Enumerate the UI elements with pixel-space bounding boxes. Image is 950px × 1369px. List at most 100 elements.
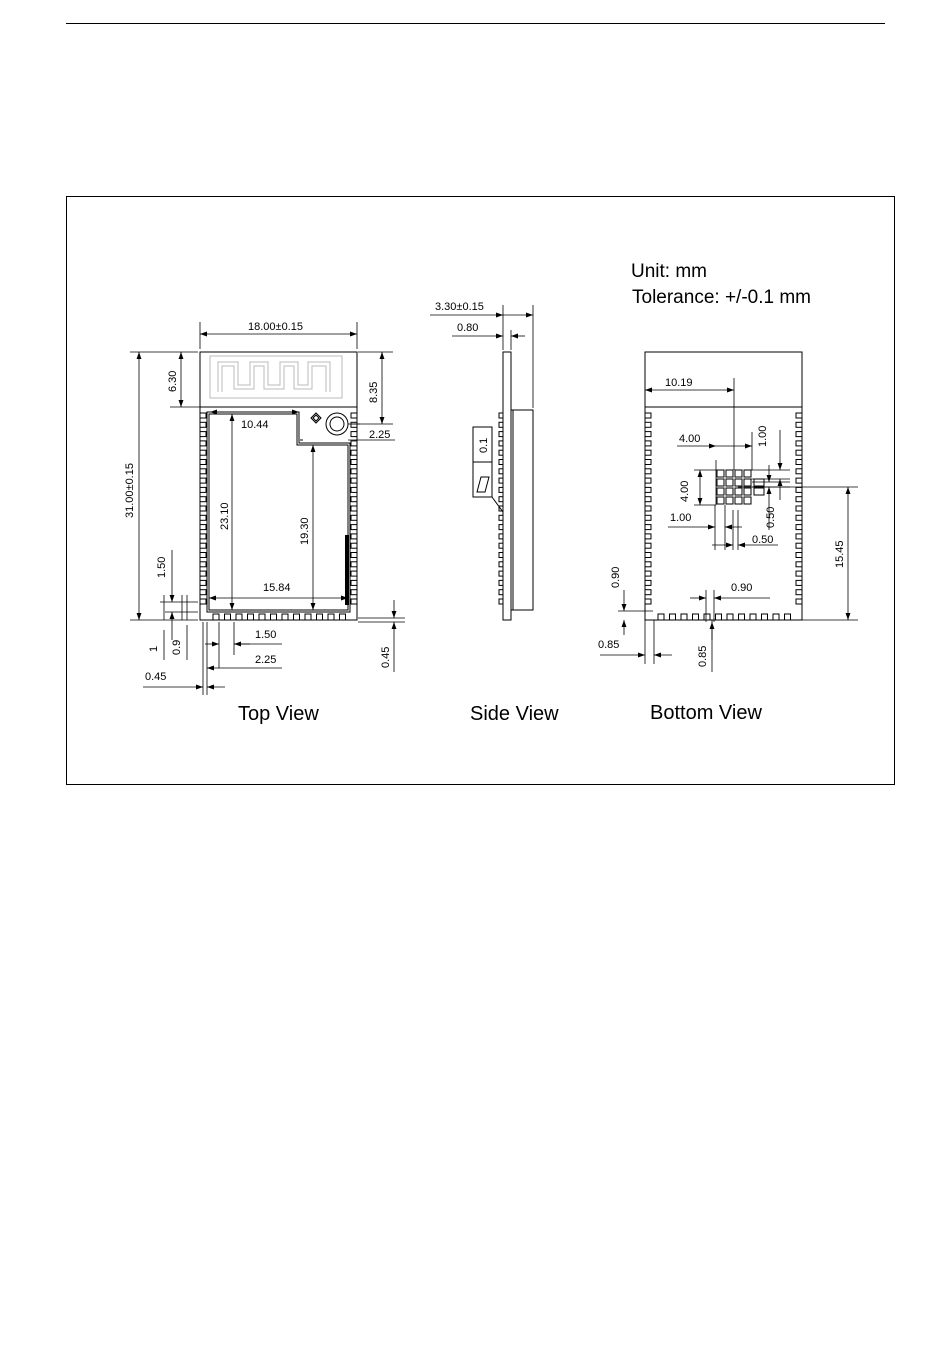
pin-pad xyxy=(351,534,357,539)
center-pad xyxy=(744,470,751,477)
pin-pad xyxy=(200,553,206,558)
dim-pad-09: 0.9 xyxy=(171,640,183,655)
pin-pad xyxy=(773,614,779,620)
dim-pad-size-left: 1.00 xyxy=(670,512,691,524)
center-pad xyxy=(726,479,733,486)
pin-pad xyxy=(645,562,651,567)
pin-pad xyxy=(796,487,802,492)
side-pin xyxy=(499,590,503,595)
side-pin xyxy=(499,450,503,455)
unit-note: Unit: mm xyxy=(631,261,707,282)
side-pin xyxy=(499,543,503,548)
pin-pad xyxy=(351,506,357,511)
dim-bottom-pad-width: 0.90 xyxy=(731,582,752,594)
dim-corner-offset: 2.25 xyxy=(369,429,390,441)
pin-pad xyxy=(645,599,651,604)
pin-pad xyxy=(645,432,651,437)
pin-pad xyxy=(645,460,651,465)
dim-center-offset: 10.19 xyxy=(665,377,693,389)
pin-pad xyxy=(200,599,206,604)
bottom-right-pins xyxy=(796,413,802,604)
pin-pad xyxy=(796,515,802,520)
pin-pad xyxy=(645,515,651,520)
pin-pad xyxy=(693,614,699,620)
pin-pad xyxy=(739,614,745,620)
pin-pad xyxy=(645,571,651,576)
dim-grid-height: 4.00 xyxy=(679,481,691,502)
pin-pad xyxy=(200,580,206,585)
pin-pad xyxy=(645,543,651,548)
side-pin xyxy=(499,478,503,483)
pin-pad xyxy=(271,614,277,620)
pin-pad xyxy=(796,553,802,558)
pin-pad xyxy=(248,614,254,620)
pin-pad xyxy=(200,562,206,567)
pin-pad xyxy=(796,497,802,502)
side-pin xyxy=(499,441,503,446)
dim-shield-tab: 10.44 xyxy=(241,419,269,431)
pin-pad xyxy=(645,441,651,446)
pin-pad xyxy=(796,422,802,427)
side-shield xyxy=(511,410,533,610)
pin-pad xyxy=(796,469,802,474)
dim-pad-width-right: 0.45 xyxy=(380,647,392,668)
dim-antenna-to-shield: 8.35 xyxy=(368,382,380,403)
pin-pad xyxy=(645,487,651,492)
pin-pad xyxy=(704,614,710,620)
dim-shield-height: 23.10 xyxy=(219,502,231,530)
center-pad xyxy=(726,497,733,504)
pin-pad xyxy=(351,422,357,427)
pin-pad xyxy=(200,422,206,427)
pin-pad xyxy=(259,614,265,620)
pin-pad xyxy=(351,450,357,455)
pin-pad xyxy=(645,534,651,539)
pin-pad xyxy=(351,515,357,520)
bottom-pins xyxy=(213,614,346,620)
center-pad xyxy=(717,497,724,504)
pin-pad xyxy=(351,469,357,474)
pin-pad xyxy=(796,432,802,437)
pin-pad xyxy=(681,614,687,620)
pin-pad xyxy=(200,543,206,548)
pin-pad xyxy=(796,478,802,483)
center-pad xyxy=(754,488,764,495)
center-pad xyxy=(726,488,733,495)
pin-pad xyxy=(200,571,206,576)
pin-pad xyxy=(351,599,357,604)
pin-pad xyxy=(645,590,651,595)
pin-pad xyxy=(785,614,791,620)
pin-pad xyxy=(351,580,357,585)
pin-pad xyxy=(351,571,357,576)
dim-height: 31.00±0.15 xyxy=(124,463,136,518)
pin-pad xyxy=(200,497,206,502)
dim-pcb-thickness: 0.80 xyxy=(457,322,478,334)
pin-pad xyxy=(200,534,206,539)
pin-pad xyxy=(645,478,651,483)
module-outline xyxy=(200,352,357,620)
pin-pad xyxy=(294,614,300,620)
pin-pad xyxy=(305,614,311,620)
pin-pad xyxy=(716,614,722,620)
pin-pad xyxy=(213,614,219,620)
dim-left-margin: 0.85 xyxy=(598,639,619,651)
right-pins xyxy=(351,413,357,604)
pin-pad xyxy=(200,460,206,465)
dim-thickness: 3.30±0.15 xyxy=(435,301,484,313)
pin-pad xyxy=(796,450,802,455)
dim-pin-pitch-vertical: 1.50 xyxy=(156,557,168,578)
center-pad xyxy=(754,479,764,486)
pin-pad xyxy=(200,506,206,511)
dim-bottom-pad-height: 0.90 xyxy=(610,567,622,588)
dim-antenna-height: 6.30 xyxy=(167,371,179,392)
pin-pad xyxy=(645,525,651,530)
pin-pad xyxy=(645,450,651,455)
pin-pad xyxy=(200,441,206,446)
center-pad xyxy=(735,479,742,486)
bottom-view xyxy=(645,352,802,620)
center-pad xyxy=(735,470,742,477)
pin-pad xyxy=(762,614,768,620)
antenna-trace xyxy=(210,356,342,398)
pin-pad xyxy=(796,413,802,418)
side-view-caption: Side View xyxy=(470,703,559,725)
pin-pad xyxy=(796,506,802,511)
